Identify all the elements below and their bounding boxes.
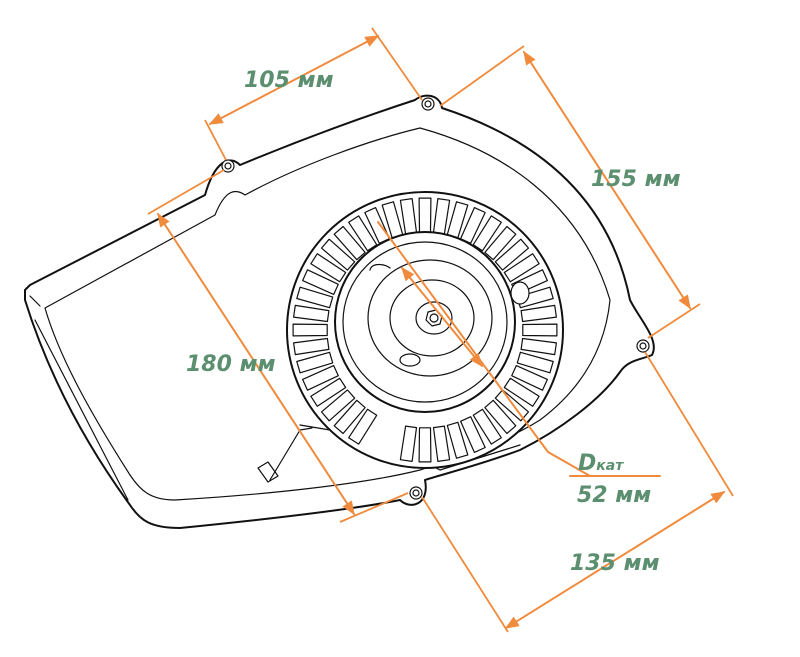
grille-slot bbox=[292, 323, 328, 337]
spring-hook bbox=[369, 263, 391, 271]
dimension-135 bbox=[421, 351, 734, 633]
label-180: 180 мм bbox=[186, 352, 276, 377]
grille-slot bbox=[460, 416, 486, 453]
grille-slot bbox=[520, 337, 558, 356]
dimension-ratchet-diameter bbox=[377, 221, 661, 477]
mount-hole-left-inner bbox=[224, 162, 232, 170]
grille-slot bbox=[472, 408, 502, 445]
grille-slot bbox=[348, 215, 378, 252]
label-105: 105 мм bbox=[244, 68, 334, 93]
mount-hole-right-inner bbox=[639, 342, 647, 350]
grille-slot bbox=[503, 377, 540, 407]
ratchet-pawl bbox=[399, 353, 421, 367]
ratchet-pin bbox=[510, 281, 530, 305]
grille-slot bbox=[399, 425, 418, 462]
label-d-subscript: кат bbox=[596, 458, 624, 474]
label-155: 155 мм bbox=[591, 167, 681, 192]
label-d-main: Dкат bbox=[578, 451, 624, 476]
dimension-180 bbox=[147, 169, 409, 523]
pulley-axle bbox=[429, 313, 439, 323]
mount-hole-bottom-inner bbox=[412, 489, 420, 497]
mount-hole-top-inner bbox=[424, 100, 432, 108]
label-135: 135 мм bbox=[570, 551, 660, 576]
dimension-155 bbox=[439, 45, 701, 339]
grille-slot bbox=[522, 323, 558, 337]
housing-lip bbox=[29, 295, 129, 501]
grille-slot bbox=[484, 225, 517, 261]
grille-slot bbox=[472, 215, 502, 252]
dimension-105 bbox=[204, 27, 423, 161]
grille-slot bbox=[432, 425, 451, 462]
grille-slot bbox=[446, 421, 469, 459]
grille-slot bbox=[418, 197, 432, 233]
grille-slot bbox=[418, 427, 432, 463]
grille-slot bbox=[484, 399, 517, 435]
label-d-letter: D bbox=[578, 451, 596, 476]
label-52: 52 мм bbox=[577, 483, 651, 508]
grille-slot bbox=[516, 351, 554, 374]
grille-slot bbox=[511, 365, 549, 391]
mounting-holes bbox=[221, 97, 650, 500]
housing-inner-rim bbox=[44, 127, 611, 501]
